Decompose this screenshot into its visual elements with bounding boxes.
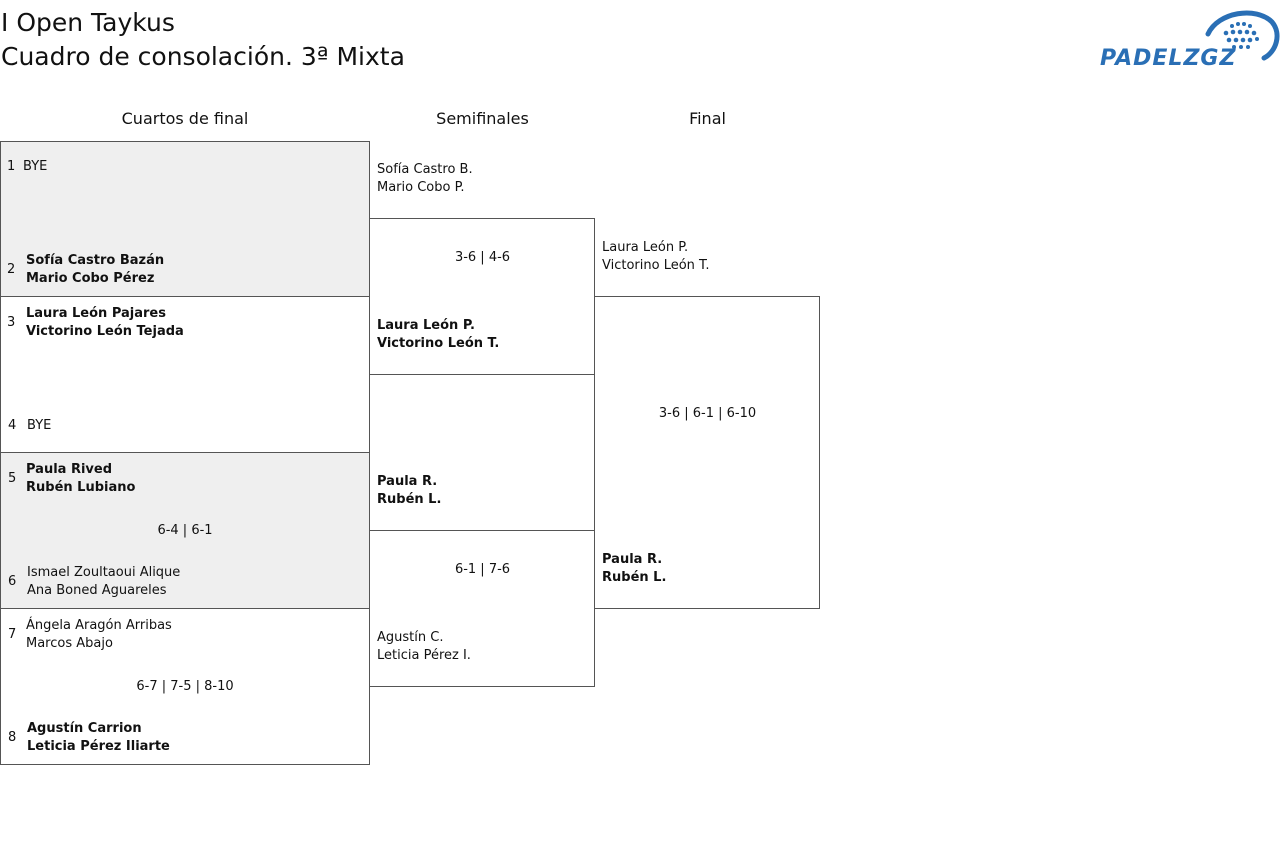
player-name: Paula R. xyxy=(602,552,663,567)
sf-2-bottom-team: Agustín C. Leticia Pérez I. xyxy=(377,629,471,665)
player-name: Paula Rived xyxy=(26,462,113,477)
seed-number: 3 xyxy=(7,315,16,330)
player-name: Victorino León Tejada xyxy=(26,324,184,339)
player-name: Mario Cobo Pérez xyxy=(26,271,155,286)
player-name: Sofía Castro B. xyxy=(377,162,473,177)
player-name: Agustín Carrion xyxy=(27,721,142,736)
sf-2-top-team: Paula R. Rubén L. xyxy=(377,473,441,509)
qf-4-top-team: Ángela Aragón Arribas Marcos Abajo xyxy=(26,617,172,653)
sf-2-score: 6-1 | 7-6 xyxy=(454,562,511,577)
qf-1-top-team: BYE xyxy=(23,158,47,176)
padelzgz-logo: PADELZGZ xyxy=(1096,6,1280,74)
player-name: Marcos Abajo xyxy=(26,636,113,651)
player-name: Leticia Pérez Iliarte xyxy=(27,739,170,754)
seed-number: 5 xyxy=(8,471,17,486)
qf-3-top-team: Paula Rived Rubén Lubiano xyxy=(26,461,135,497)
seed-number: 1 xyxy=(7,159,16,174)
player-name: BYE xyxy=(23,159,48,174)
player-name: Ismael Zoultaoui Alique xyxy=(27,565,181,580)
player-name: Laura León P. xyxy=(602,240,689,255)
sf-1-score: 3-6 | 4-6 xyxy=(454,250,511,265)
qf-4-score: 6-7 | 7-5 | 8-10 xyxy=(136,679,234,694)
qf-3-score: 6-4 | 6-1 xyxy=(157,523,213,538)
player-name: Paula R. xyxy=(377,474,438,489)
qf-match-1 xyxy=(0,141,370,297)
qf-3-bottom-team: Ismael Zoultaoui Alique Ana Boned Aguare… xyxy=(27,564,180,600)
qf-2-top-team: Laura León Pajares Victorino León Tejada xyxy=(26,305,184,341)
seed-number: 2 xyxy=(7,262,16,277)
player-name: Victorino León T. xyxy=(377,336,500,351)
seed-number: 8 xyxy=(8,730,17,745)
sf-1-bottom-team: Laura León P. Victorino León T. xyxy=(377,317,499,353)
seed-number: 6 xyxy=(8,574,17,589)
sf-1-top-team: Sofía Castro B. Mario Cobo P. xyxy=(377,161,473,197)
tournament-title: I Open Taykus xyxy=(1,8,175,37)
qf-1-bottom-team: Sofía Castro Bazán Mario Cobo Pérez xyxy=(26,252,164,288)
player-name: Rubén L. xyxy=(602,570,667,585)
final-bottom-team: Paula R. Rubén L. xyxy=(602,551,666,587)
seed-number: 4 xyxy=(8,418,17,433)
final-top-team: Laura León P. Victorino León T. xyxy=(602,239,710,275)
final-score: 3-6 | 6-1 | 6-10 xyxy=(658,406,757,421)
final-match xyxy=(594,296,820,609)
draw-subtitle: Cuadro de consolación. 3ª Mixta xyxy=(1,42,405,71)
qf-2-bottom-team: BYE xyxy=(27,417,51,435)
round-header-quarterfinals: Cuartos de final xyxy=(121,109,249,128)
player-name: BYE xyxy=(27,418,52,433)
player-name: Rubén Lubiano xyxy=(26,480,136,495)
player-name: Ángela Aragón Arribas xyxy=(26,618,172,633)
player-name: Mario Cobo P. xyxy=(377,180,465,195)
logo-wordmark: PADELZGZ xyxy=(1100,46,1236,72)
qf-4-bottom-team: Agustín Carrion Leticia Pérez Iliarte xyxy=(27,720,170,756)
player-name: Leticia Pérez I. xyxy=(377,648,471,663)
round-header-semifinals: Semifinales xyxy=(436,109,529,128)
padel-ball-dots-icon xyxy=(1205,10,1280,61)
player-name: Sofía Castro Bazán xyxy=(26,253,165,268)
player-name: Agustín C. xyxy=(377,630,444,645)
player-name: Laura León P. xyxy=(377,318,475,333)
player-name: Rubén L. xyxy=(377,492,442,507)
seed-number: 7 xyxy=(8,627,17,642)
player-name: Ana Boned Aguareles xyxy=(27,583,167,598)
player-name: Victorino León T. xyxy=(602,258,710,273)
logo-word-zgz: ZGZ xyxy=(1183,46,1237,71)
logo-word-padel: PADEL xyxy=(1100,46,1184,71)
player-name: Laura León Pajares xyxy=(26,306,166,321)
round-header-final: Final xyxy=(689,109,726,128)
